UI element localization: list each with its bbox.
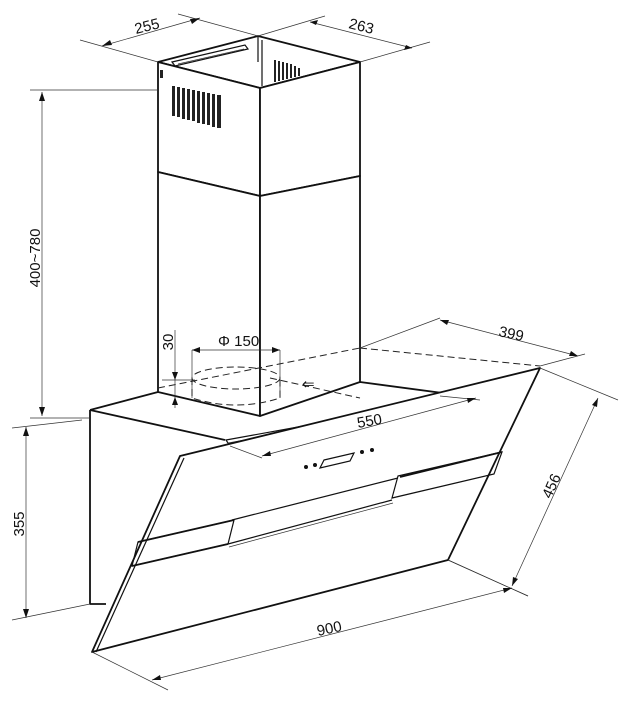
dimension-lines: [11, 13, 619, 691]
dimension-labels: 255 263 400~780 30 Φ 150 399 550 456 355…: [11, 15, 565, 640]
label-chimney-width: 255: [133, 15, 161, 38]
label-body-height: 355: [11, 511, 28, 536]
label-body-width-top: 550: [356, 411, 384, 432]
label-glass-height: 456: [539, 471, 565, 501]
chimney-screw-hole: [160, 70, 163, 78]
label-chimney-height: 400~780: [27, 229, 44, 288]
label-body-depth: 399: [497, 323, 525, 345]
control-button-4-icon: [370, 448, 374, 452]
label-overall-width: 900: [315, 618, 343, 640]
vent-slots-left: [172, 86, 221, 128]
control-panel: [304, 448, 374, 469]
vent-slots-inner: [274, 60, 300, 82]
label-chimney-depth: 263: [347, 15, 375, 38]
glass-panel: [91, 367, 541, 653]
control-button-3-icon: [360, 450, 364, 454]
control-button-1-icon: [304, 465, 308, 469]
chimney: [157, 35, 361, 417]
svg-text:⇐: ⇐: [302, 376, 315, 393]
display-window: [318, 452, 356, 469]
control-button-2-icon: [313, 463, 317, 467]
label-duct-diameter: Φ 150: [218, 333, 259, 350]
label-duct-offset: 30: [160, 334, 177, 351]
duct-outlet: ⇐: [157, 347, 541, 406]
